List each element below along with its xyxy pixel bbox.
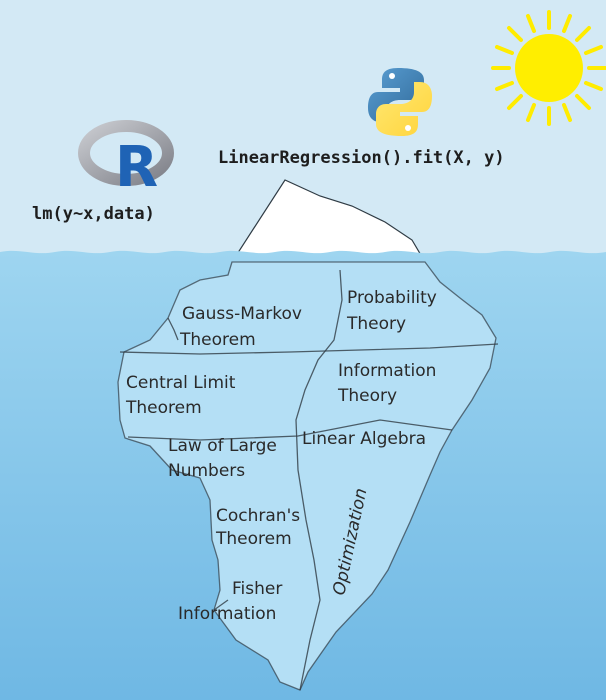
topic-label-line: Theorem: [179, 330, 256, 350]
topic-label-line: Theory: [346, 314, 406, 334]
topic-information-theory: Information Theory: [337, 361, 436, 406]
topic-probability: Probability Theory: [346, 288, 437, 334]
topic-label-line: Central Limit: [126, 373, 236, 393]
topic-label-line: Fisher: [232, 579, 282, 599]
topic-law-of-large-numbers: Law of Large Numbers: [168, 436, 277, 481]
topic-fisher-information: Fisher Information: [178, 579, 282, 624]
topic-label-line: Theorem: [125, 398, 202, 418]
topic-central-limit: Central Limit Theorem: [125, 373, 236, 418]
topic-label-line: Theory: [337, 386, 397, 406]
topic-linear-algebra: Linear Algebra: [302, 429, 426, 449]
topic-label-line: Information: [338, 361, 436, 381]
topic-label-line: Gauss-Markov: [182, 304, 302, 324]
iceberg-cracks: [119, 269, 499, 691]
topic-label-line: Probability: [347, 288, 437, 308]
topic-label-line: Numbers: [168, 461, 245, 481]
topic-label-line: Information: [178, 604, 276, 624]
topic-gauss-markov: Gauss-Markov Theorem: [179, 304, 302, 350]
python-logo-icon: [368, 68, 432, 136]
topic-label-line: Theorem: [215, 529, 292, 549]
r-code-label: lm(y~x,data): [32, 204, 155, 224]
r-logo-letter: R: [115, 135, 158, 200]
topic-label-line: Cochran's: [216, 506, 300, 526]
iceberg-body: [117, 261, 497, 691]
python-code-label: LinearRegression().fit(X, y): [218, 148, 505, 168]
topic-label-line: Law of Large: [168, 436, 277, 456]
r-logo-icon: R: [78, 120, 174, 200]
topic-cochrans-theorem: Cochran's Theorem: [215, 506, 300, 549]
sun-icon: [491, 10, 606, 126]
